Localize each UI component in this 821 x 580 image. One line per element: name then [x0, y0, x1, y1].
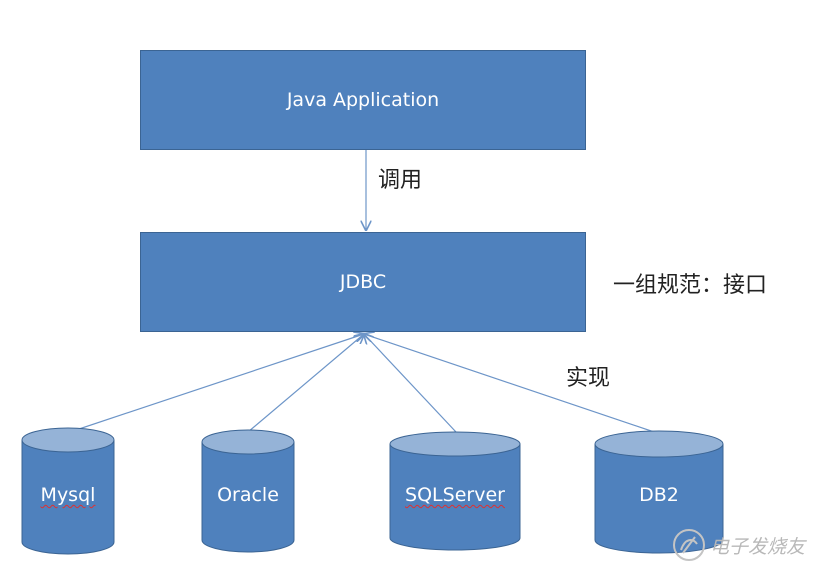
jdbc-label: JDBC: [339, 271, 387, 293]
db-label-sqlserver: SQLServer: [405, 484, 505, 506]
db-label-oracle: Oracle: [217, 484, 279, 506]
db-cylinder-sqlserver: [389, 431, 521, 551]
call-label: 调用: [378, 168, 423, 193]
java-application-label: Java Application: [286, 89, 440, 111]
implement-label: 实现: [566, 366, 611, 391]
watermark: 电子发烧友: [672, 528, 805, 562]
db-cylinder-mysql: [21, 427, 115, 555]
db-cylinder-oracle: [201, 429, 295, 553]
db-label-mysql: Mysql: [40, 484, 96, 506]
impl-arrow-oracle: [247, 334, 364, 433]
db-cylinder-db2: [594, 430, 724, 554]
db-label-db2: DB2: [639, 484, 679, 506]
spec-label: 一组规范：接口: [613, 273, 768, 298]
watermark-logo-icon: [673, 529, 705, 561]
impl-arrow-sqlserver: [364, 334, 457, 433]
java-application-box: Java Application: [140, 50, 586, 150]
jdbc-box: JDBC: [140, 232, 586, 332]
watermark-text: 电子发烧友: [710, 535, 806, 558]
impl-arrow-mysql: [69, 334, 364, 433]
impl-arrow-db2: [364, 334, 661, 435]
